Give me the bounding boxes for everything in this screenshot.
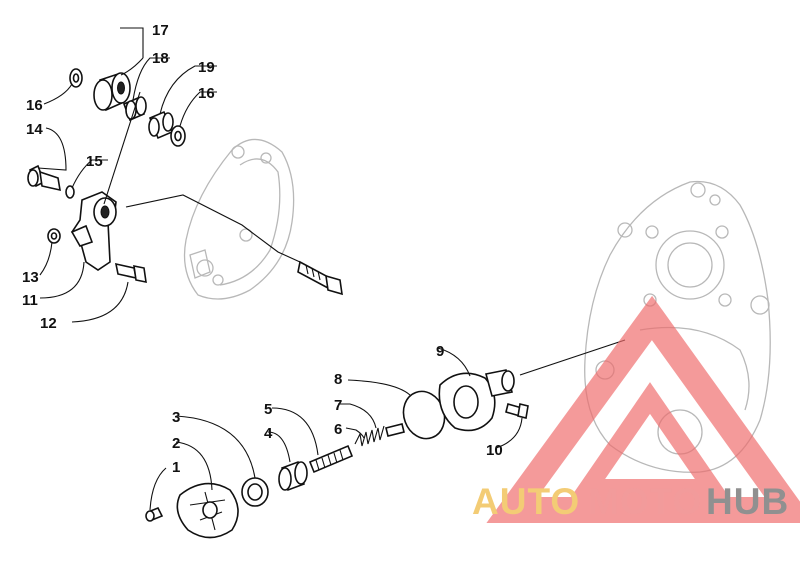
left-engine-cover-outline (183, 138, 295, 300)
roller-17 (93, 72, 131, 112)
callout-12: 12 (40, 315, 57, 332)
callout-3: 3 (172, 409, 180, 426)
callout-8: 8 (334, 371, 342, 388)
spring-6 (354, 425, 385, 447)
callout-14: 14 (26, 121, 43, 138)
automotohub-watermark: AUTO MOTO HUB (472, 295, 800, 523)
washer-16-right (170, 125, 186, 147)
pump-cover-2 (176, 482, 239, 539)
callout-13: 13 (22, 269, 39, 286)
screw-1 (145, 506, 164, 522)
callout-9: 9 (436, 343, 444, 360)
arm-bracket-11 (70, 191, 117, 271)
watermark-text-hub: HUB (706, 481, 789, 522)
watermark-triangle-logo (486, 295, 800, 523)
callout-2: 2 (172, 435, 180, 452)
callout-7: 7 (334, 397, 342, 414)
cover-bolt (297, 260, 343, 296)
callout-16-right: 16 (198, 85, 215, 102)
callout-16-top: 16 (26, 97, 43, 114)
washer-15 (65, 185, 75, 199)
nut-13 (47, 228, 61, 244)
callout-19: 19 (198, 59, 215, 76)
callout-1: 1 (172, 459, 180, 476)
callout-labels: 17 18 19 16 16 14 15 13 11 12 1 2 3 4 5 … (22, 22, 503, 476)
callout-10: 10 (486, 442, 503, 459)
washer-16-top (69, 68, 83, 88)
shaft-5 (308, 444, 354, 474)
callout-17: 17 (152, 22, 169, 39)
callout-11: 11 (22, 292, 38, 309)
callout-6: 6 (334, 421, 342, 438)
callout-18: 18 (152, 50, 169, 67)
leader-lines (37, 27, 626, 511)
pump-housing-9 (438, 369, 515, 432)
watermark-text-auto: AUTO (472, 481, 580, 522)
bolt-10 (505, 403, 529, 419)
pin-19 (148, 110, 174, 140)
screw-12 (114, 262, 147, 284)
watermark-text-moto: MOTO (588, 481, 702, 522)
callout-15: 15 (86, 153, 103, 170)
pin-7 (385, 423, 405, 437)
bolt-14 (27, 164, 61, 192)
seal-3 (241, 477, 269, 507)
sleeve-4 (278, 460, 308, 492)
callout-4: 4 (264, 425, 273, 442)
callout-5: 5 (264, 401, 272, 418)
